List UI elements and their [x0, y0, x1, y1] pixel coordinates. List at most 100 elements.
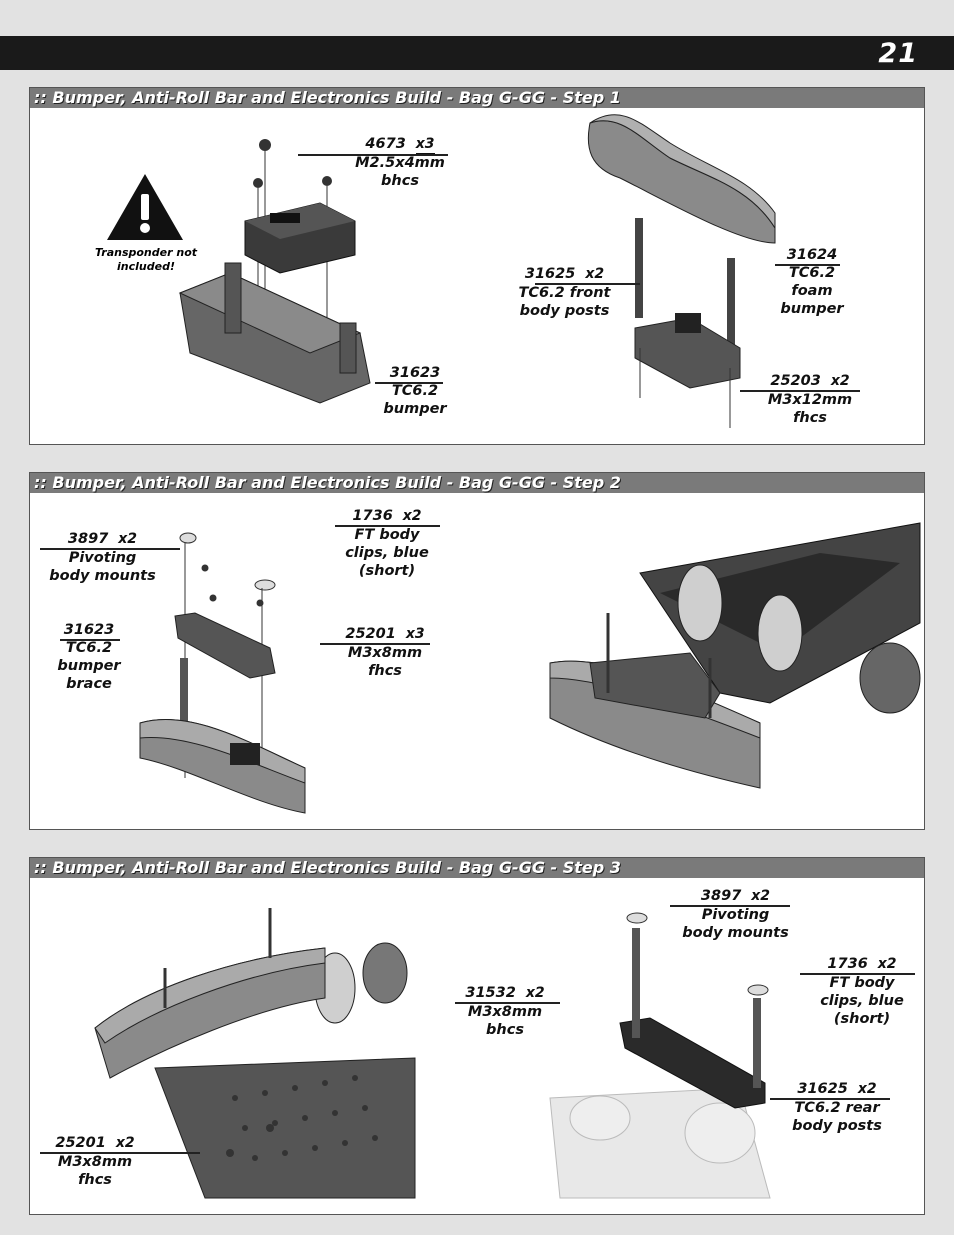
- leader-line: [770, 1098, 890, 1100]
- step-3-panel: :: Bumper, Anti-Roll Bar and Electronics…: [29, 857, 925, 1215]
- callout-31625: 31625 x2 TC6.2 front body posts: [502, 265, 627, 320]
- part-number: 3897: [67, 531, 109, 547]
- leader-line: [40, 1152, 200, 1154]
- part-number: 25201: [55, 1135, 106, 1151]
- step-1-title: :: Bumper, Anti-Roll Bar and Electronics…: [30, 88, 924, 108]
- quantity: x2: [118, 531, 138, 549]
- quantity: x2: [525, 985, 545, 1003]
- callout-31623-brace: 31623 TC6.2 bumper brace: [54, 621, 124, 693]
- part-desc: bhcs: [486, 1022, 524, 1038]
- part-desc: Pivoting: [68, 550, 137, 566]
- leader-line: [298, 154, 448, 156]
- step-2-title: :: Bumper, Anti-Roll Bar and Electronics…: [30, 473, 924, 493]
- part-desc: fhcs: [368, 663, 402, 679]
- leader-line: [800, 973, 915, 975]
- page-number: 21: [878, 38, 918, 69]
- part-desc: M3x8mm: [467, 1004, 543, 1020]
- part-number: 4673: [365, 136, 406, 152]
- callout-31625-step3: 31625 x2 TC6.2 rear body posts: [782, 1080, 892, 1135]
- step-2-panel: :: Bumper, Anti-Roll Bar and Electronics…: [29, 472, 925, 830]
- chassis-front-image: [549, 522, 921, 789]
- leader-line: [535, 283, 640, 285]
- callout-3897-step3: 3897 x2 Pivoting body mounts: [678, 887, 793, 942]
- part-desc: M3x8mm: [347, 645, 423, 661]
- leader-line: [335, 525, 440, 527]
- bumper-assembly-image: [178, 139, 371, 404]
- part-number: 31625: [524, 266, 576, 282]
- part-desc: bumper: [57, 658, 121, 674]
- page-header: 21: [0, 36, 954, 70]
- part-desc: body mounts: [682, 925, 789, 941]
- callout-25201: 25201 x3 M3x8mm fhcs: [330, 625, 440, 680]
- rear-body-post-assembly-image: [549, 912, 771, 1199]
- part-number: 31624: [786, 247, 838, 263]
- part-number: 31532: [465, 985, 516, 1001]
- quantity: x3: [415, 136, 435, 154]
- part-number: 31623: [63, 622, 115, 638]
- quantity: x2: [877, 956, 897, 974]
- callout-25201-step3: 25201 x2 M3x8mm fhcs: [40, 1134, 150, 1189]
- leader-line: [740, 390, 860, 392]
- leader-line: [320, 643, 430, 645]
- part-desc: M3x8mm: [57, 1154, 133, 1170]
- part-desc: clips, blue: [820, 993, 904, 1009]
- part-desc: foam: [791, 283, 833, 299]
- leader-line: [375, 382, 443, 384]
- part-desc: TC6.2 rear: [794, 1100, 880, 1116]
- quantity: x2: [751, 888, 771, 906]
- quantity: x2: [857, 1081, 877, 1099]
- part-desc: bumper: [383, 401, 447, 417]
- quantity: x2: [115, 1135, 135, 1153]
- callout-1736: 1736 x2 FT body clips, blue (short): [332, 507, 442, 580]
- part-number: 1736: [827, 956, 868, 972]
- transponder-warning: Transponder not included!: [94, 246, 198, 273]
- part-desc: bumper: [780, 301, 844, 317]
- part-desc: FT body: [354, 527, 420, 543]
- quantity: x2: [585, 266, 605, 284]
- foam-bumper-image: [587, 114, 776, 428]
- part-desc: clips, blue: [345, 545, 429, 561]
- callout-31624: 31624 TC6.2 foam bumper: [772, 246, 852, 318]
- part-desc: TC6.2: [391, 383, 439, 399]
- quantity: x3: [405, 626, 425, 644]
- quantity: x2: [830, 373, 850, 391]
- part-number: 31625: [797, 1081, 848, 1097]
- callout-3897: 3897 x2 Pivoting body mounts: [40, 530, 165, 585]
- bumper-brace-assembly-image: [139, 532, 306, 814]
- callout-1736-step3: 1736 x2 FT body clips, blue (short): [807, 955, 917, 1028]
- callout-4673: 4673 x3 M2.5x4mm bhcs: [350, 135, 450, 190]
- part-desc: body mounts: [49, 568, 156, 584]
- part-number: 1736: [352, 508, 393, 524]
- warning-icon: [107, 174, 183, 240]
- step-1-panel: :: Bumper, Anti-Roll Bar and Electronics…: [29, 87, 925, 445]
- part-desc: TC6.2 front: [518, 285, 611, 301]
- part-desc: fhcs: [793, 410, 827, 426]
- leader-line: [670, 905, 790, 907]
- step-3-title: :: Bumper, Anti-Roll Bar and Electronics…: [30, 858, 924, 878]
- part-number: 25203: [770, 373, 821, 389]
- part-desc: fhcs: [78, 1172, 112, 1188]
- part-desc: body posts: [519, 303, 610, 319]
- part-desc: TC6.2: [788, 265, 836, 281]
- chassis-underside-image: [94, 908, 416, 1199]
- part-desc: Pivoting: [701, 907, 770, 923]
- quantity: x2: [402, 508, 422, 526]
- part-desc: bhcs: [381, 173, 419, 189]
- part-desc: body posts: [792, 1118, 882, 1134]
- part-desc: M3x12mm: [767, 392, 853, 408]
- part-desc: M2.5x4mm: [355, 155, 445, 171]
- part-number: 3897: [700, 888, 742, 904]
- part-desc: FT body: [829, 975, 895, 991]
- part-number: 25201: [345, 626, 396, 642]
- leader-line: [40, 548, 180, 550]
- part-number: 31623: [389, 365, 441, 381]
- part-desc: (short): [358, 563, 416, 579]
- leader-line: [60, 639, 120, 641]
- leader-line: [455, 1002, 560, 1004]
- leader-line: [775, 264, 840, 266]
- callout-25203: 25203 x2 M3x12mm fhcs: [750, 372, 870, 427]
- part-desc: brace: [66, 676, 112, 692]
- callout-31532: 31532 x2 M3x8mm bhcs: [450, 984, 560, 1039]
- part-desc: (short): [833, 1011, 891, 1027]
- part-desc: TC6.2: [65, 640, 113, 656]
